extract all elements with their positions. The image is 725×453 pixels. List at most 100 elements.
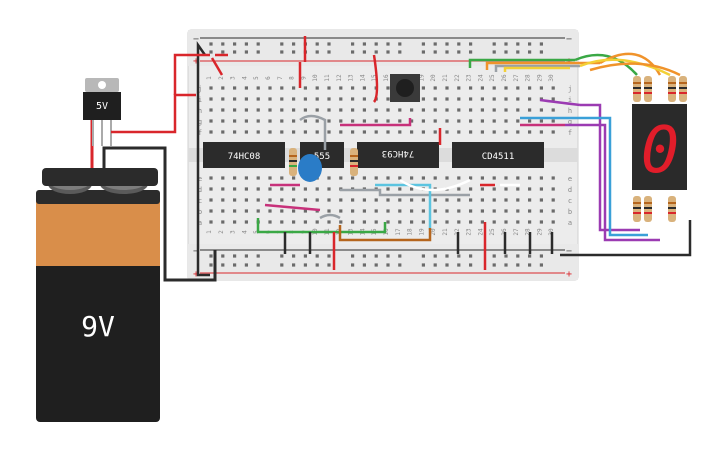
breadboard-hole[interactable] xyxy=(351,42,355,46)
breadboard-hole[interactable] xyxy=(539,42,543,46)
breadboard-hole[interactable] xyxy=(244,254,248,258)
breadboard-hole[interactable] xyxy=(492,209,496,213)
breadboard-hole[interactable] xyxy=(504,108,508,112)
breadboard-hole[interactable] xyxy=(362,119,366,123)
breadboard-hole[interactable] xyxy=(327,130,331,134)
breadboard-hole[interactable] xyxy=(292,108,296,112)
breadboard-hole[interactable] xyxy=(362,86,366,90)
breadboard-hole[interactable] xyxy=(209,263,213,267)
breadboard-hole[interactable] xyxy=(516,209,520,213)
breadboard-hole[interactable] xyxy=(457,119,461,123)
breadboard-hole[interactable] xyxy=(445,176,449,180)
display-resistor[interactable] xyxy=(668,76,676,102)
capacitor[interactable] xyxy=(298,154,322,182)
breadboard-hole[interactable] xyxy=(421,50,425,54)
breadboard-hole[interactable] xyxy=(551,176,555,180)
breadboard-hole[interactable] xyxy=(256,254,260,258)
breadboard-hole[interactable] xyxy=(445,50,449,54)
breadboard-hole[interactable] xyxy=(528,130,532,134)
breadboard-hole[interactable] xyxy=(327,97,331,101)
breadboard-hole[interactable] xyxy=(292,42,296,46)
breadboard-hole[interactable] xyxy=(398,220,402,224)
breadboard-hole[interactable] xyxy=(362,198,366,202)
breadboard-hole[interactable] xyxy=(539,263,543,267)
breadboard-hole[interactable] xyxy=(492,130,496,134)
breadboard-hole[interactable] xyxy=(268,176,272,180)
chip-74hc93[interactable]: 74HC93 xyxy=(357,142,439,168)
breadboard-hole[interactable] xyxy=(256,108,260,112)
breadboard-hole[interactable] xyxy=(504,209,508,213)
breadboard-hole[interactable] xyxy=(433,209,437,213)
breadboard-hole[interactable] xyxy=(339,220,343,224)
breadboard-hole[interactable] xyxy=(457,108,461,112)
breadboard-hole[interactable] xyxy=(268,220,272,224)
breadboard-hole[interactable] xyxy=(327,108,331,112)
breadboard-hole[interactable] xyxy=(221,42,225,46)
breadboard-hole[interactable] xyxy=(315,119,319,123)
breadboard-hole[interactable] xyxy=(315,108,319,112)
breadboard-hole[interactable] xyxy=(362,254,366,258)
breadboard-hole[interactable] xyxy=(351,220,355,224)
breadboard-hole[interactable] xyxy=(445,209,449,213)
breadboard-hole[interactable] xyxy=(221,50,225,54)
breadboard-hole[interactable] xyxy=(209,130,213,134)
breadboard-hole[interactable] xyxy=(445,86,449,90)
breadboard-hole[interactable] xyxy=(516,198,520,202)
breadboard-hole[interactable] xyxy=(244,50,248,54)
breadboard-hole[interactable] xyxy=(504,130,508,134)
breadboard-hole[interactable] xyxy=(315,42,319,46)
breadboard-hole[interactable] xyxy=(209,209,213,213)
breadboard-hole[interactable] xyxy=(469,50,473,54)
breadboard-hole[interactable] xyxy=(268,130,272,134)
breadboard-hole[interactable] xyxy=(209,50,213,54)
breadboard-hole[interactable] xyxy=(398,119,402,123)
breadboard-hole[interactable] xyxy=(398,130,402,134)
breadboard-hole[interactable] xyxy=(457,130,461,134)
breadboard-hole[interactable] xyxy=(516,108,520,112)
display-resistor[interactable] xyxy=(679,76,687,102)
breadboard-hole[interactable] xyxy=(292,176,296,180)
breadboard-hole[interactable] xyxy=(528,209,532,213)
breadboard-hole[interactable] xyxy=(268,119,272,123)
breadboard-hole[interactable] xyxy=(351,86,355,90)
breadboard-hole[interactable] xyxy=(327,187,331,191)
breadboard-hole[interactable] xyxy=(327,50,331,54)
breadboard-hole[interactable] xyxy=(233,50,237,54)
breadboard-hole[interactable] xyxy=(551,119,555,123)
breadboard-hole[interactable] xyxy=(303,86,307,90)
breadboard-hole[interactable] xyxy=(244,119,248,123)
breadboard-hole[interactable] xyxy=(280,176,284,180)
breadboard-hole[interactable] xyxy=(292,50,296,54)
breadboard-hole[interactable] xyxy=(351,263,355,267)
breadboard-hole[interactable] xyxy=(256,86,260,90)
breadboard-hole[interactable] xyxy=(445,263,449,267)
breadboard-hole[interactable] xyxy=(551,108,555,112)
breadboard-hole[interactable] xyxy=(433,50,437,54)
breadboard-hole[interactable] xyxy=(209,119,213,123)
breadboard-hole[interactable] xyxy=(421,254,425,258)
breadboard-hole[interactable] xyxy=(539,119,543,123)
breadboard-hole[interactable] xyxy=(480,176,484,180)
breadboard-hole[interactable] xyxy=(244,187,248,191)
breadboard-hole[interactable] xyxy=(492,263,496,267)
breadboard-hole[interactable] xyxy=(315,220,319,224)
breadboard-hole[interactable] xyxy=(528,86,532,90)
breadboard-hole[interactable] xyxy=(386,176,390,180)
breadboard-hole[interactable] xyxy=(386,187,390,191)
breadboard-hole[interactable] xyxy=(551,86,555,90)
breadboard-hole[interactable] xyxy=(445,119,449,123)
breadboard-hole[interactable] xyxy=(492,198,496,202)
breadboard-hole[interactable] xyxy=(386,119,390,123)
breadboard-hole[interactable] xyxy=(480,119,484,123)
breadboard-hole[interactable] xyxy=(480,220,484,224)
breadboard-hole[interactable] xyxy=(374,130,378,134)
breadboard-hole[interactable] xyxy=(233,176,237,180)
breadboard-hole[interactable] xyxy=(221,263,225,267)
breadboard-hole[interactable] xyxy=(480,198,484,202)
breadboard-hole[interactable] xyxy=(445,198,449,202)
breadboard-hole[interactable] xyxy=(421,119,425,123)
breadboard-hole[interactable] xyxy=(233,97,237,101)
breadboard-hole[interactable] xyxy=(244,86,248,90)
breadboard-hole[interactable] xyxy=(516,130,520,134)
breadboard-hole[interactable] xyxy=(516,220,520,224)
